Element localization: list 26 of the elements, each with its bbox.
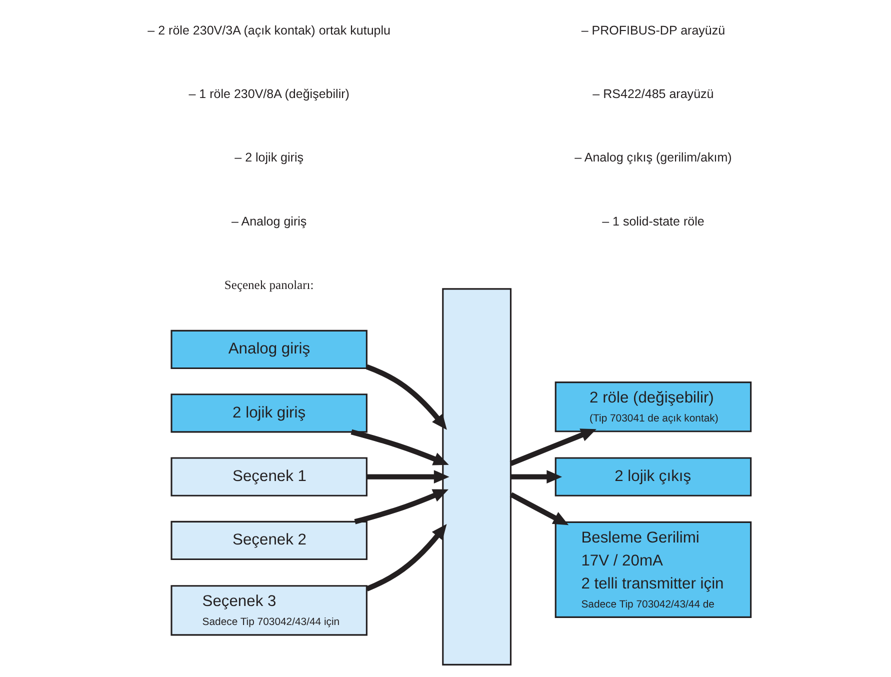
arrow	[510, 492, 569, 526]
arrow	[511, 470, 562, 484]
label: – 2 röle 230V/3A (açık kontak) ortak kutuplu	[148, 23, 390, 38]
node-bar	[442, 288, 512, 666]
node-box: 2 röle (değişebilir) (Tip 703041 de açık kontak)	[554, 382, 752, 432]
arrow	[366, 470, 450, 484]
arrow	[350, 429, 449, 466]
label: – RS422/485 arayüzü	[592, 87, 714, 101]
label: – Analog çıkış (gerilim/akım)	[574, 150, 732, 165]
arrow	[366, 364, 447, 430]
arrow	[366, 524, 447, 592]
node-box: Seçenek 1	[170, 457, 368, 496]
node-box: Seçenek 2	[170, 520, 368, 560]
node-box: Analog giriş	[170, 330, 368, 370]
label: – 1 röle 230V/8A (değişebilir)	[188, 87, 350, 101]
arrow	[510, 428, 596, 466]
node-box: Besleme Gerilimi 17V / 20mA 2 telli transmitter için Sadece Tip 703042/43/44 de	[554, 521, 752, 618]
node-box: Seçenek 3 Sadece Tip 703042/43/44 için	[170, 585, 368, 636]
label: – 1 solid-state röle	[602, 214, 704, 228]
node-box: 2 lojik çıkış	[554, 457, 752, 496]
label: Seçenek panoları:	[224, 278, 314, 292]
arrow	[354, 489, 448, 524]
label: – Analog giriş	[232, 214, 307, 228]
label: – 2 lojik giriş	[234, 150, 304, 165]
label: – PROFIBUS-DP arayüzü	[581, 23, 726, 38]
node-box: 2 lojik giriş	[170, 394, 368, 433]
